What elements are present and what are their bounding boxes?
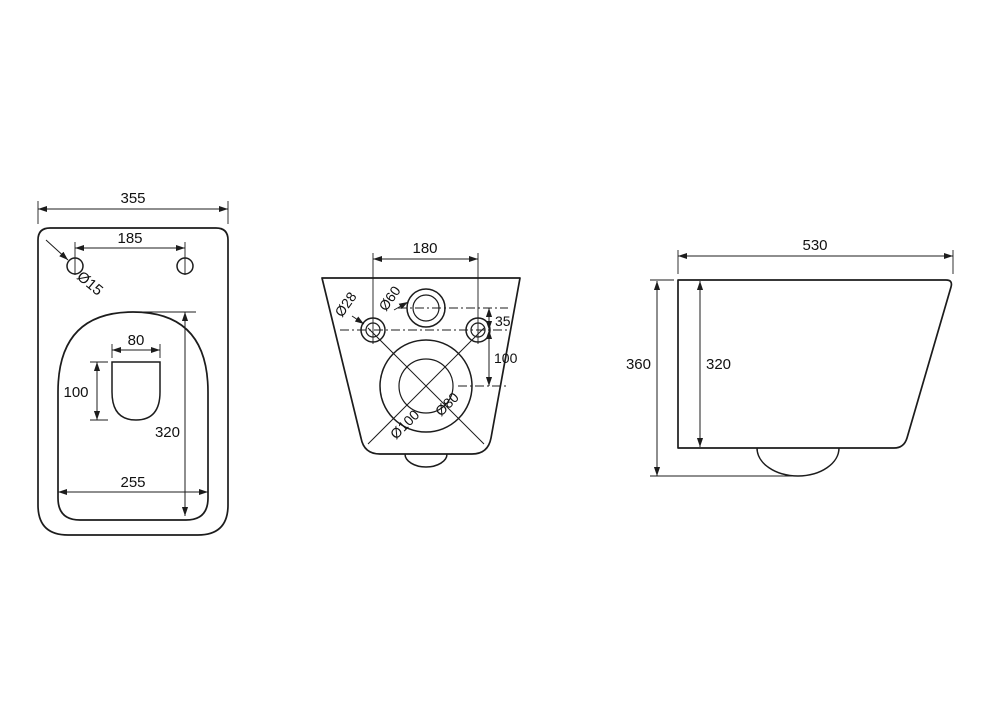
- dim-body-height-label: 320: [706, 356, 731, 373]
- outlet-bump-arc: [404, 453, 448, 468]
- leader-line-left-inlet: [351, 315, 365, 325]
- dim-overall-height-label: 360: [626, 356, 651, 373]
- side-view-outline: [677, 279, 953, 449]
- dim-hole-spacing-label: 185: [117, 230, 142, 247]
- leader-line-hole-diameter: [45, 239, 69, 261]
- dim-offset-top-label: 35: [495, 313, 511, 329]
- rear-view-outline: [321, 277, 521, 455]
- dim-spot-width-label: 80: [128, 332, 145, 349]
- dim-fixing-span-label: 180: [412, 240, 437, 257]
- side-view: 530 360 320: [626, 237, 954, 477]
- dim-overall-depth-label: 530: [802, 237, 827, 254]
- dim-overall-width-label: 355: [120, 190, 145, 207]
- dim-bowl-width-label: 255: [120, 474, 145, 491]
- dim-bowl-length-label: 320: [155, 424, 180, 441]
- water-spot-outline: [111, 361, 161, 421]
- top-view-outline: [37, 227, 229, 536]
- outlet-diagonal-line: [367, 327, 485, 445]
- dim-offset-mid-label: 100: [494, 350, 518, 366]
- outlet-circle-inner: [398, 358, 454, 414]
- leader-line-top-inlet: [393, 301, 409, 311]
- dim-spot-depth-label: 100: [63, 384, 88, 401]
- bowl-rim-outline: [57, 311, 209, 521]
